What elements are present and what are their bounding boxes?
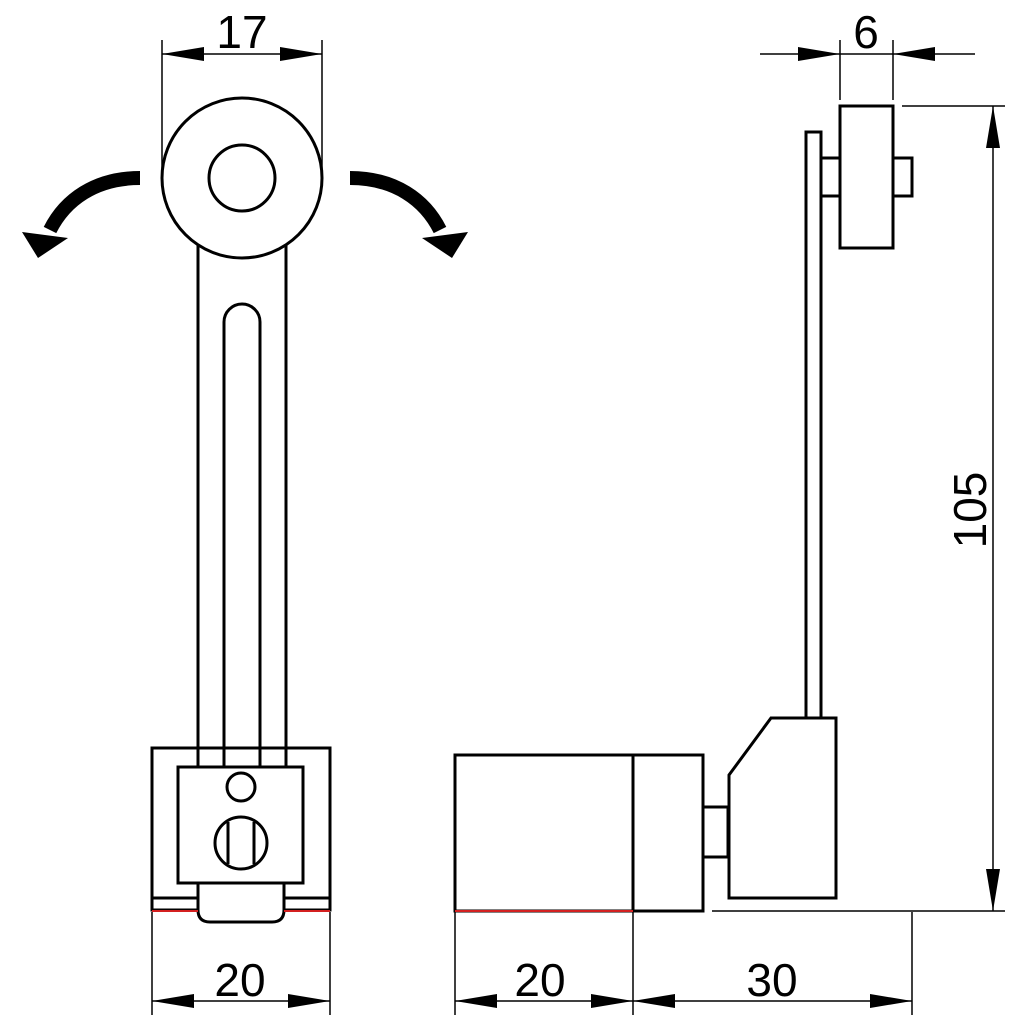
roller-outer xyxy=(160,96,324,260)
lever-arm xyxy=(196,240,288,770)
side-roller xyxy=(838,104,895,250)
curved-arrow-left-icon xyxy=(22,171,141,258)
curved-arrow-right-icon xyxy=(349,171,468,258)
shaft-circle xyxy=(213,815,269,871)
side-arm xyxy=(804,130,823,720)
dim-label-17: 17 xyxy=(216,6,267,58)
clamp-block xyxy=(176,765,305,885)
dimension-roller-diameter: 17 xyxy=(161,6,323,170)
dimension-total-height: 105 xyxy=(712,105,1005,912)
side-shaft xyxy=(701,805,730,859)
dimension-arm-offset: 30 xyxy=(633,912,913,1015)
dim-label-30: 30 xyxy=(746,954,797,1006)
shaft-flats xyxy=(226,822,256,864)
dim-label-side-20: 20 xyxy=(514,954,565,1006)
dim-label-6: 6 xyxy=(853,6,879,58)
front-view xyxy=(150,96,332,924)
switch-body xyxy=(453,753,635,913)
dimension-front-body-width: 20 xyxy=(151,912,331,1015)
dimension-side-body-depth: 20 xyxy=(454,912,634,1015)
dim-label-105: 105 xyxy=(944,472,996,549)
shaft-boss xyxy=(196,880,286,924)
adjustment-slot xyxy=(222,302,262,770)
side-view xyxy=(453,104,914,913)
dimension-roller-width: 6 xyxy=(760,6,975,100)
switch-head xyxy=(631,753,705,913)
dim-label-front-20: 20 xyxy=(214,954,265,1006)
lever-hub xyxy=(727,716,838,900)
roller-hub xyxy=(207,143,277,213)
clamp-screw-hole xyxy=(225,771,257,803)
